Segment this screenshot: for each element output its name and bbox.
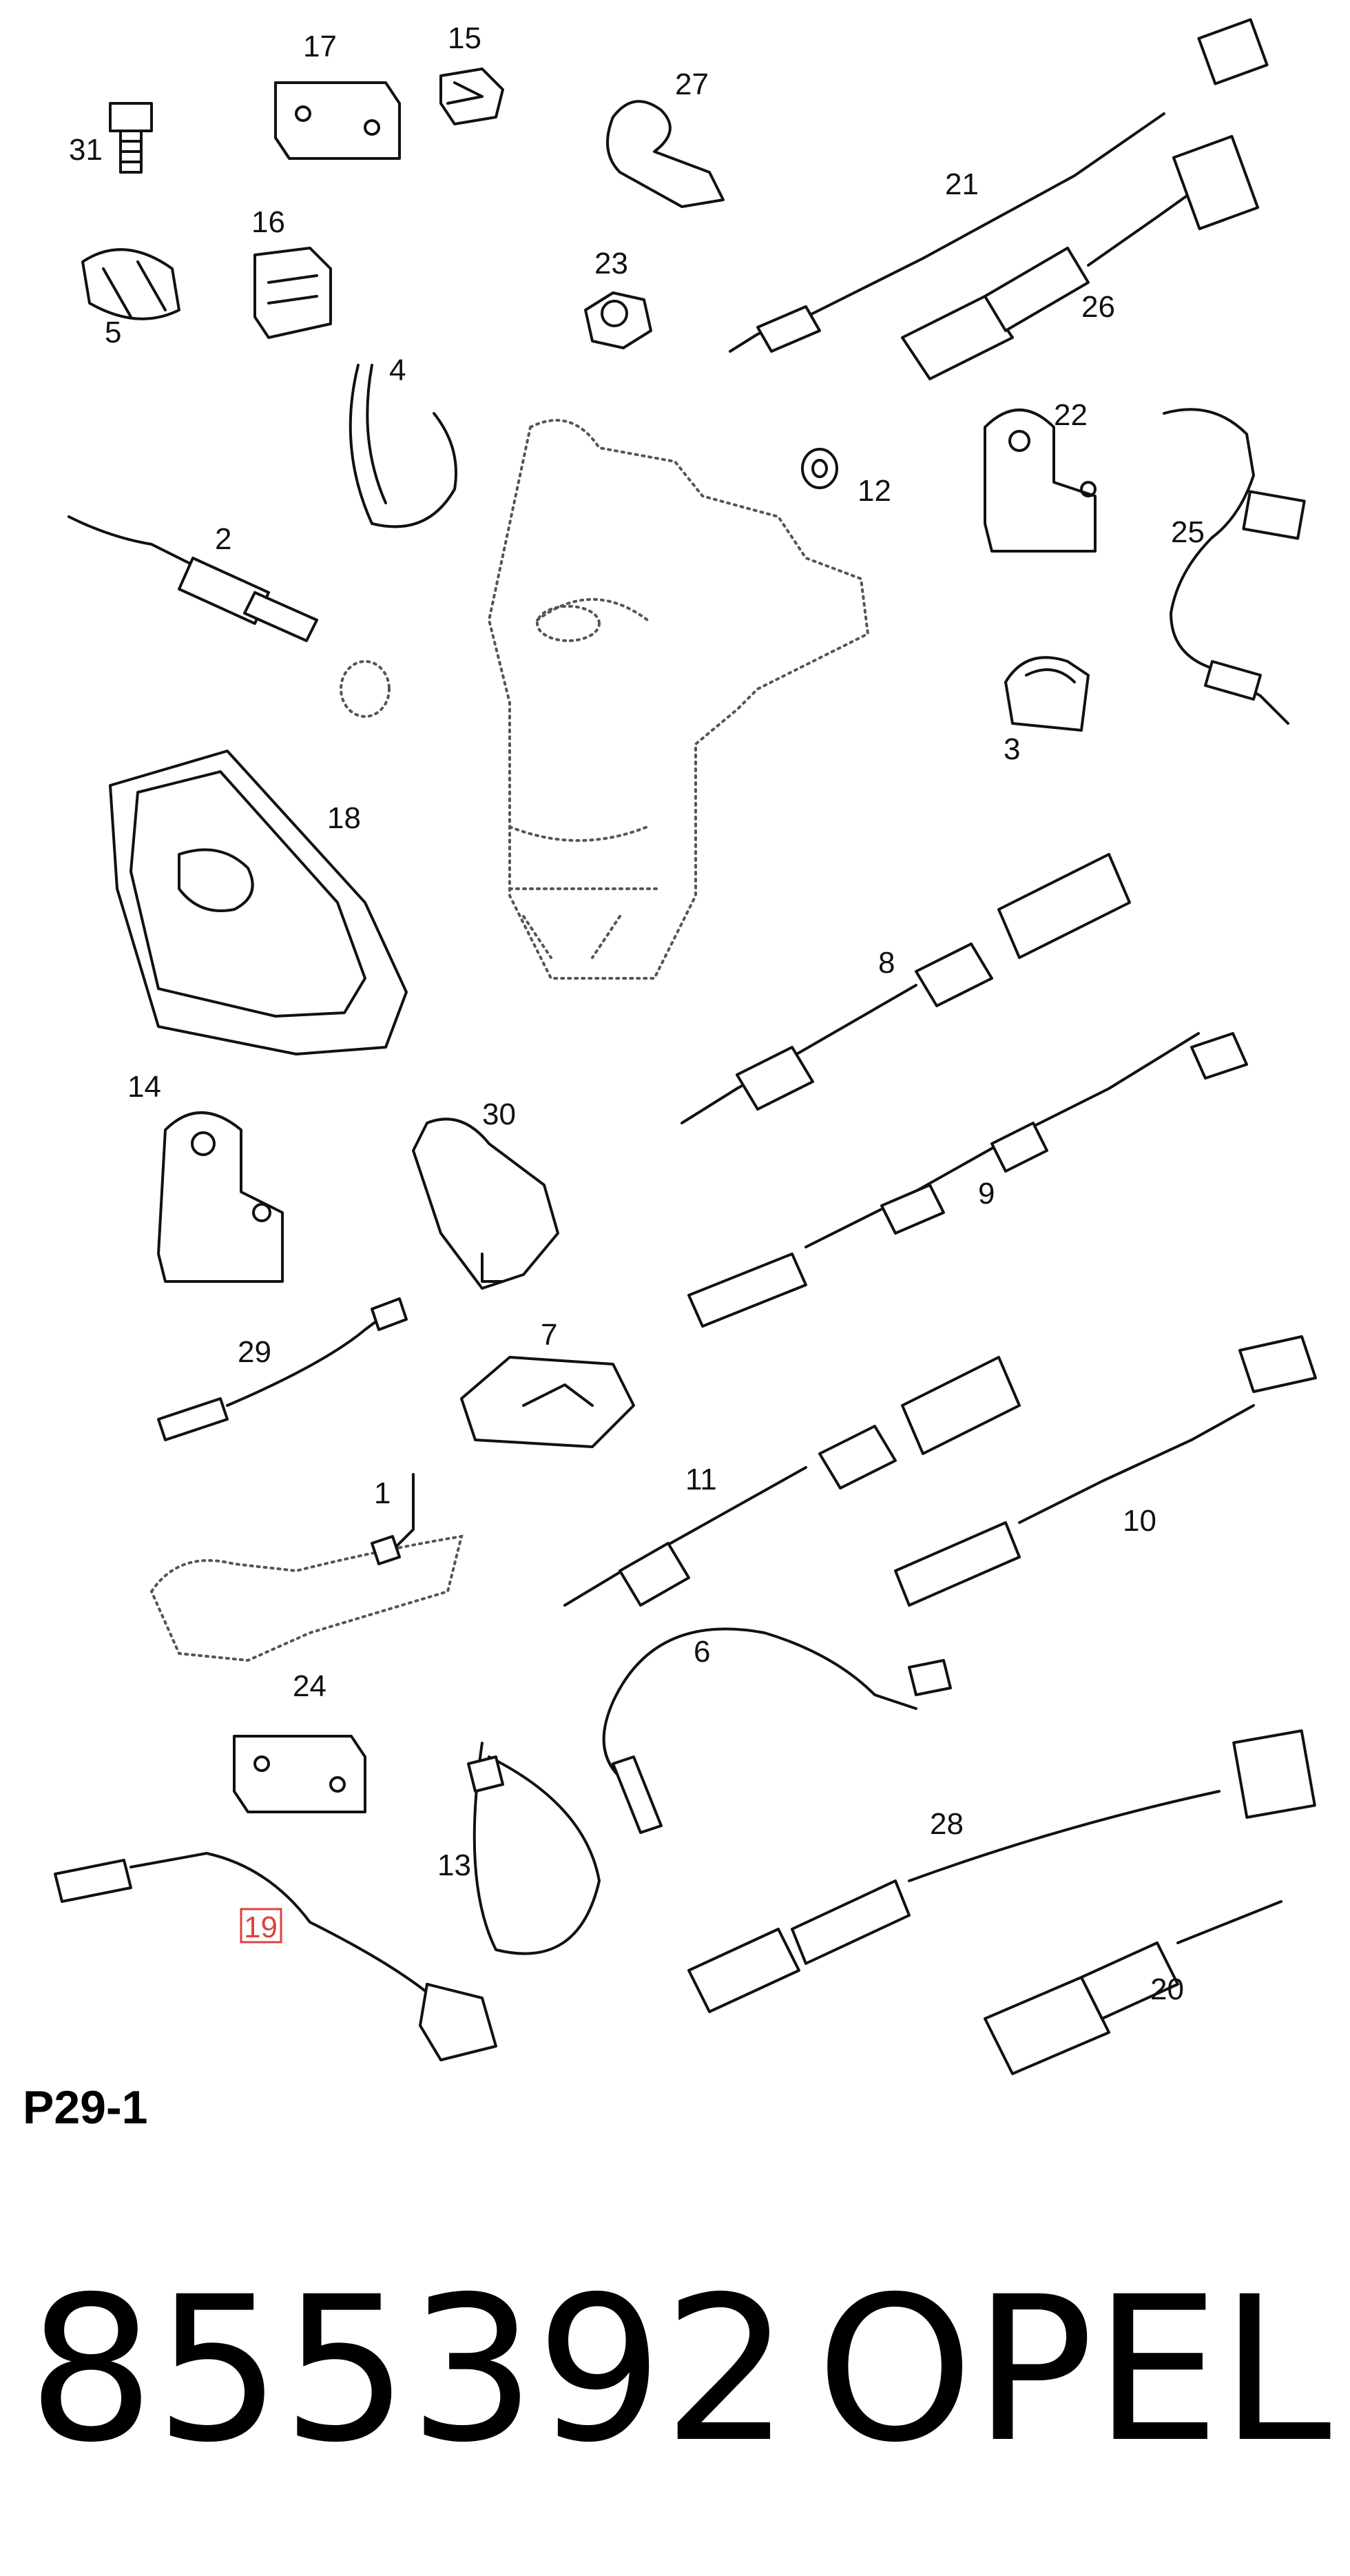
part-sensor-26 bbox=[901, 134, 1260, 380]
part-sensor-28 bbox=[687, 1729, 1316, 2013]
part-strap bbox=[349, 364, 457, 528]
part-exhaust-manifold bbox=[487, 419, 870, 980]
part-sensor-1 bbox=[149, 1473, 464, 1662]
label-9: 9 bbox=[978, 1177, 995, 1210]
part-sensor-2 bbox=[68, 515, 391, 718]
label-29: 29 bbox=[238, 1335, 271, 1369]
part-holder-clip bbox=[606, 100, 725, 208]
part-clip-5 bbox=[81, 248, 180, 320]
label-16: 16 bbox=[251, 205, 285, 239]
part-sensor-29 bbox=[157, 1297, 408, 1441]
label-15: 15 bbox=[448, 21, 481, 55]
part-sensor-19 bbox=[54, 1852, 497, 2061]
label-28: 28 bbox=[930, 1807, 964, 1841]
part-sensor-8 bbox=[681, 853, 1131, 1124]
part-angle-bracket-top bbox=[274, 81, 401, 160]
label-4: 4 bbox=[389, 353, 406, 387]
part-sensor-11 bbox=[563, 1356, 1021, 1607]
label-26: 26 bbox=[1081, 290, 1115, 324]
label-5: 5 bbox=[105, 316, 121, 349]
label-31: 31 bbox=[69, 133, 103, 167]
part-sensor-9 bbox=[687, 1032, 1248, 1328]
part-bracket-30 bbox=[412, 1117, 559, 1290]
highlight-box bbox=[240, 1908, 282, 1944]
label-8: 8 bbox=[878, 946, 895, 980]
label-1: 1 bbox=[374, 1476, 391, 1510]
part-number: 855392 bbox=[28, 2254, 790, 2486]
label-2: 2 bbox=[215, 522, 231, 556]
part-grommet bbox=[801, 448, 838, 489]
label-3: 3 bbox=[1004, 732, 1020, 766]
part-sensor-21 bbox=[729, 18, 1269, 353]
part-clip-small bbox=[439, 68, 504, 125]
part-sensor-10 bbox=[894, 1335, 1317, 1607]
label-11: 11 bbox=[685, 1463, 717, 1496]
label-27: 27 bbox=[675, 68, 709, 101]
label-18: 18 bbox=[327, 801, 361, 835]
label-22: 22 bbox=[1054, 398, 1088, 432]
brand: OPEL bbox=[816, 2254, 1332, 2486]
part-bracket-14 bbox=[157, 1111, 284, 1283]
part-cable-tie bbox=[467, 1742, 601, 1955]
label-6: 6 bbox=[694, 1635, 710, 1669]
part-bracket-24 bbox=[233, 1735, 366, 1813]
label-20: 20 bbox=[1150, 1972, 1184, 2006]
label-13: 13 bbox=[437, 1848, 471, 1882]
label-10: 10 bbox=[1123, 1504, 1156, 1538]
part-tray bbox=[109, 750, 408, 1055]
diagram-code: P29-1 bbox=[23, 2081, 147, 2134]
label-12: 12 bbox=[858, 474, 891, 508]
label-23: 23 bbox=[594, 247, 628, 280]
part-clip-16 bbox=[253, 247, 332, 339]
part-bolt bbox=[109, 102, 153, 174]
part-clip-7 bbox=[460, 1356, 635, 1448]
part-sensor-6 bbox=[602, 1627, 952, 1834]
label-7: 7 bbox=[541, 1318, 557, 1352]
label-17: 17 bbox=[303, 30, 337, 63]
label-24: 24 bbox=[293, 1669, 326, 1703]
label-21: 21 bbox=[945, 167, 979, 201]
label-19[interactable]: 19 bbox=[244, 1910, 278, 1944]
part-nut bbox=[584, 291, 652, 349]
label-25: 25 bbox=[1171, 515, 1205, 549]
part-sensor-25 bbox=[1163, 408, 1306, 725]
label-14: 14 bbox=[127, 1070, 161, 1104]
part-clip-3 bbox=[1004, 656, 1090, 732]
part-bracket-22 bbox=[984, 409, 1097, 553]
label-30: 30 bbox=[482, 1098, 516, 1131]
part-sensor-20 bbox=[984, 1900, 1282, 2075]
